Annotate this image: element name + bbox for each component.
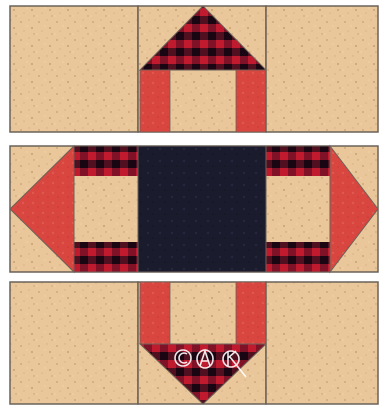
middle-strip <box>10 146 378 272</box>
bottom-left-tan-square <box>10 282 138 404</box>
bottom-right-tan-square <box>266 282 378 404</box>
top-right-tan-square <box>266 6 378 132</box>
bottom-strip <box>10 282 378 404</box>
top-left-tan-square <box>10 6 138 132</box>
bottom-house-right-leg <box>236 282 266 344</box>
middle-right-check-frame <box>266 146 330 272</box>
bottom-house-left-leg <box>140 282 170 344</box>
middle-navy-center-square <box>138 146 266 272</box>
top-house-right-leg <box>236 70 266 132</box>
top-house-left-leg <box>140 70 170 132</box>
middle-left-check-frame <box>74 146 138 272</box>
top-strip <box>10 6 378 132</box>
